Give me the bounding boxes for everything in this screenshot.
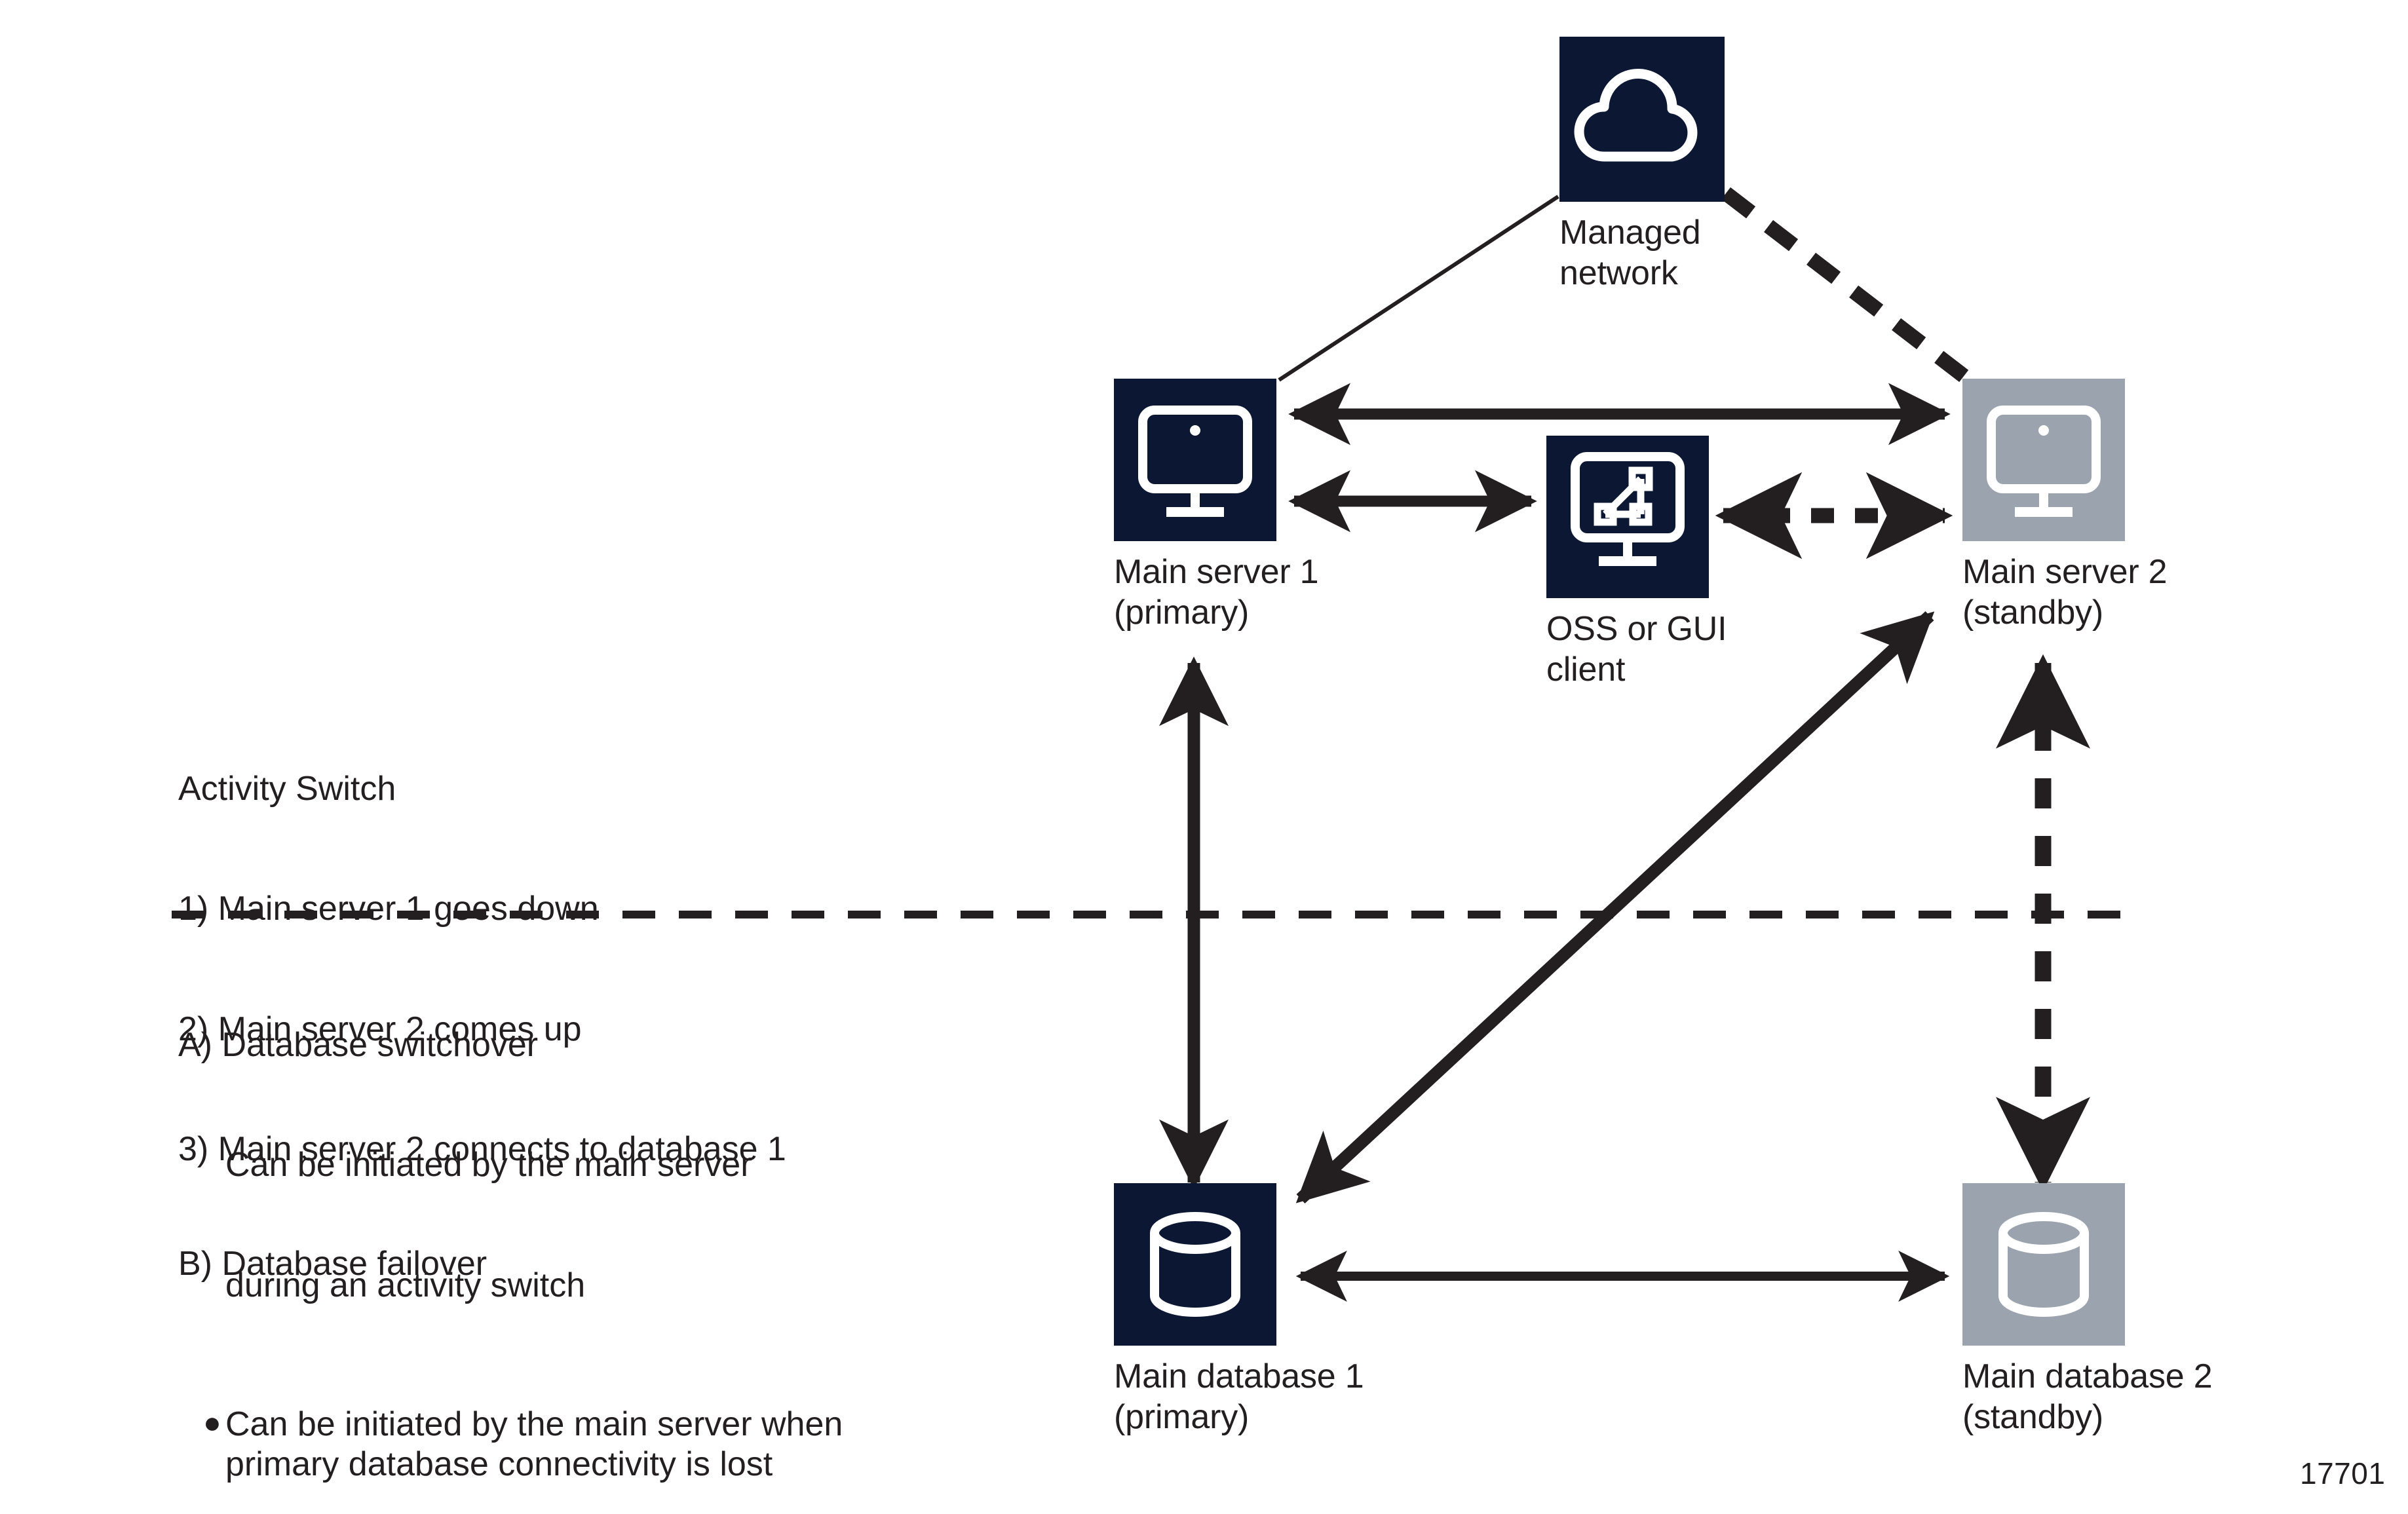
main-database-1-label-line1: Main database 1	[1114, 1357, 1364, 1395]
main-server-1-label: Main server 1 (primary)	[1114, 552, 1319, 634]
monitor-icon	[1138, 406, 1252, 517]
connector-cloud-to-server2	[1721, 187, 1974, 387]
main-server-1-label-line1: Main server 1	[1114, 553, 1319, 591]
legend-activity-switch: Activity Switch 1) Main server 1 goes do…	[178, 689, 786, 1249]
database-switchover-detail-line1: Can be initiated by the main server	[225, 1146, 752, 1184]
database-switchover-detail-line2: during an activity switch	[225, 1266, 586, 1304]
managed-network-label-line1: Managed	[1559, 214, 1701, 252]
database-failover-bullet-1: ● Can be initiated by the main server wh…	[178, 1405, 843, 1485]
main-database-2-box	[1962, 1183, 2125, 1346]
cloud-icon	[1574, 69, 1698, 162]
oss-gui-client-label-line2: client	[1546, 651, 1626, 689]
bullet-dot-icon: ●	[203, 1405, 221, 1439]
main-database-1-label-line2: (primary)	[1114, 1398, 1250, 1437]
oss-gui-client-box	[1546, 436, 1709, 598]
main-database-2-label: Main database 2 (standby)	[1962, 1356, 2213, 1438]
legend-database-failover: B) Database failover ● Can be initiated …	[178, 1164, 843, 1514]
main-server-2-box	[1962, 379, 2125, 541]
main-server-1-label-line2: (primary)	[1114, 594, 1250, 632]
connector-database1-to-server2	[1295, 611, 1935, 1203]
database-switchover-heading: A) Database switchover	[178, 1026, 539, 1065]
managed-network-label-line2: network	[1559, 254, 1678, 293]
main-database-1-label: Main database 1 (primary)	[1114, 1356, 1364, 1438]
managed-network-box	[1559, 37, 1725, 202]
legend-database-switchover: A) Database switchover Can be initiated …	[178, 945, 752, 1386]
database-failover-heading: B) Database failover	[178, 1245, 487, 1283]
activity-switch-heading: Activity Switch	[178, 770, 396, 808]
main-server-2-label-line1: Main server 2	[1962, 553, 2168, 591]
database-icon	[1998, 1212, 2089, 1317]
monitor-network-icon	[1571, 452, 1685, 566]
database-icon	[1150, 1212, 1240, 1317]
figure-number: 17701	[2300, 1456, 2386, 1490]
oss-gui-client-label: OSS or GUI client	[1546, 609, 1727, 691]
activity-switch-step-1: 1) Main server 1 goes down	[178, 890, 599, 928]
main-database-1-box	[1114, 1183, 1276, 1346]
connector-cloud-to-server1	[1278, 195, 1559, 382]
main-database-2-label-line2: (standby)	[1962, 1398, 2103, 1437]
database-failover-bullet-1-line1: Can be initiated by the main server when	[225, 1405, 843, 1443]
managed-network-label: Managed network	[1559, 212, 1701, 294]
main-server-1-box	[1114, 379, 1276, 541]
main-server-2-label: Main server 2 (standby)	[1962, 552, 2168, 634]
main-database-2-label-line1: Main database 2	[1962, 1357, 2213, 1395]
activity-switch-step-3: 3) Main server 2 connects to database 1	[178, 1130, 786, 1169]
database-failover-bullet-1-line2: primary database connectivity is lost	[225, 1445, 773, 1483]
oss-gui-client-label-line1: OSS or GUI	[1546, 610, 1727, 648]
activity-switch-step-2: 2) Main server 2 comes up	[178, 1010, 582, 1048]
main-server-2-label-line2: (standby)	[1962, 594, 2103, 632]
monitor-icon	[1987, 406, 2101, 517]
